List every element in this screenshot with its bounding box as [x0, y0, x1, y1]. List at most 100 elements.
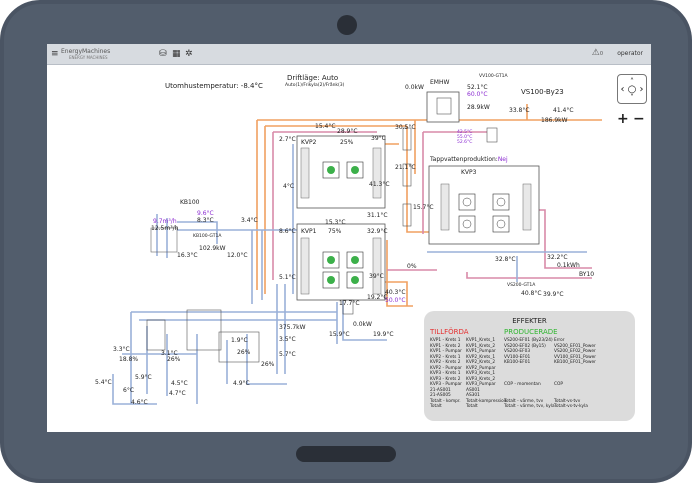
effekter-row: 21-AS005: [430, 393, 451, 398]
effekter-row: KVP2 - Pumpar: [430, 365, 462, 371]
temp-purple-2: 55.0°C: [457, 135, 473, 140]
vs100-label: VS100-By23: [521, 88, 564, 96]
kvp2-temp-mid: 4°C: [283, 183, 295, 190]
vs100-temp-2: 41.4°C: [553, 107, 574, 114]
logo: EnergyMachines: [61, 48, 111, 55]
vs100-temp-1: 33.8°C: [509, 107, 530, 114]
effekter-row: KVP2 - Krets 2: [430, 360, 461, 365]
temp-40-8: 40.8°C: [521, 290, 542, 297]
effekter-row: AS301: [466, 393, 480, 398]
zoom-in-button[interactable]: +: [617, 111, 629, 127]
effekter-col-3: VS200-EF01 (By23/24)VS200-EF02 (By15)VS2…: [504, 338, 555, 410]
effekter-row: Totalt-vs-tvv: [554, 398, 581, 404]
pan-arrows[interactable]: ‹ ○ ›: [620, 84, 644, 95]
effekter-row: VV100-EF01: [504, 354, 531, 360]
effekter-row: KVP1_Krets_1: [466, 338, 496, 343]
temp-15-9: 15.9°C: [329, 331, 350, 338]
effekter-row: Totalt - kompr.: [430, 398, 461, 404]
temp-4-6: 4.6°C: [131, 399, 148, 406]
tappvatten-value: Nej: [497, 156, 508, 163]
effekter-row: COP - momentan: [504, 382, 541, 387]
kvp1-temp-mid: 5.1°C: [279, 274, 296, 281]
temp-30-5: 30.5°C: [395, 124, 416, 131]
temp-32-2: 32.2°C: [547, 254, 568, 261]
effekter-row: Totalt-vs-tv-kyla: [554, 404, 588, 409]
energy-kwh: 0.1kWh: [557, 262, 580, 269]
effekter-row: Totalt - värme, tvv, kyla: [504, 404, 555, 409]
emhw-power: 0.0kW: [405, 84, 424, 91]
warning-count: 0: [599, 51, 603, 57]
kvp2-temp-right: 39°C: [371, 135, 386, 142]
camera-icon: [337, 15, 357, 35]
effekter-row: KVP3 - Pumpar: [430, 382, 462, 387]
effekter-row: Totalt: [430, 404, 442, 409]
fan-icon[interactable]: ✲: [185, 49, 193, 59]
temp-3-1: 3.1°C: [161, 350, 178, 357]
emhw-temp-2: 60.0°C: [467, 91, 488, 98]
kb100-temp-1: 9.6°C: [197, 210, 214, 217]
kb100-flow-2: 12.5m³/h: [151, 225, 179, 232]
temp-19-9: 19.9°C: [373, 331, 394, 338]
kvp1-temp-right-2: 39°C: [369, 273, 384, 280]
hamburger-icon[interactable]: ≡: [51, 49, 59, 59]
pan-control[interactable]: ˄ ‹ ○ › ˅: [617, 74, 647, 104]
effekter-row: VS200_EF01_Power: [554, 343, 596, 349]
temp-5-9: 5.9°C: [135, 374, 152, 381]
home-bar[interactable]: [296, 446, 396, 462]
power-375-7: 375.7kW: [279, 324, 306, 331]
kvp1-temp-supply: 50.0°C: [385, 297, 406, 304]
temp-5-7: 5.7°C: [279, 351, 296, 358]
temp-17-7: 17.7°C: [339, 300, 360, 307]
temp-5-4: 5.4°C: [95, 379, 112, 386]
kvp2-percent: 25%: [340, 139, 354, 146]
vs200-sensor-tag: VS200-GT1A: [507, 283, 536, 288]
percent-18-8: 18.8%: [119, 356, 139, 363]
effekter-row: KVP3_Pumpar: [466, 382, 496, 387]
temp-39-9: 39.9°C: [543, 291, 564, 298]
kvp2-temp-top-2: 28.9°C: [337, 128, 358, 135]
effekter-row: KVP1 - Pumpar: [430, 349, 462, 354]
effekter-row: KVP1_Krets_2: [466, 343, 496, 349]
temp-1-9: 1.9°C: [231, 337, 248, 344]
screen: ≡ EnergyMachines ENERGY MACHINES ⛁ ▦ ✲ ⚠…: [47, 44, 651, 432]
kvp1-temp-top: 15.3°C: [325, 219, 346, 226]
user-menu[interactable]: operator: [617, 50, 643, 57]
emhw-sensor-tag: VV100-GT1A: [479, 74, 508, 79]
temp-12-0: 12.0°C: [227, 252, 248, 259]
emhw-label: EMHW: [430, 79, 450, 86]
effekter-row: Error: [554, 338, 565, 343]
kvp2-label: KVP2: [301, 139, 317, 146]
effekter-row: VS200-EF02 (By15): [504, 343, 546, 349]
kb100-temp-2: 8.3°C: [197, 217, 214, 224]
kvp1-temp-right: 32.9°C: [367, 228, 388, 235]
grid-icon[interactable]: ▦: [172, 49, 181, 59]
effekter-row: AS001: [466, 387, 480, 393]
lock-icon[interactable]: ⛁: [159, 49, 167, 59]
warning-icon[interactable]: ⚠0: [591, 48, 603, 58]
chevron-up-icon[interactable]: ˄: [630, 77, 634, 86]
effekter-row: COP: [554, 382, 563, 387]
effekter-panel: EFFEKTER TILLFÖRDA PRODUCERADE KVP1 - Kr…: [424, 311, 635, 421]
effekter-row: KVP3 - Krets 1: [430, 371, 461, 376]
effekter-row: KVP1 - Krets 2: [430, 343, 461, 349]
operating-mode: Driftläge: Auto: [287, 74, 339, 82]
effekter-row: KVP3_Krets_1: [466, 371, 496, 376]
effekter-row: KB100-EF01: [504, 360, 531, 365]
effekter-row: Totalt - värme, tvv: [504, 398, 544, 404]
temp-4-9: 4.9°C: [233, 380, 250, 387]
emhw-power-2: 28.9kW: [467, 104, 490, 111]
zoom-out-button[interactable]: −: [633, 111, 645, 127]
valve-percent-a: 26%: [237, 349, 251, 356]
chevron-down-icon[interactable]: ˅: [630, 93, 634, 102]
effekter-row: VV100_EF01_Power: [554, 354, 597, 360]
outdoor-temperature: Utomhustemperatur: -8.4°C: [165, 82, 263, 90]
effekter-row: 21-AS001: [430, 387, 451, 393]
effekter-row: KB100_EF01_Power: [554, 360, 596, 365]
valve-percent-b: 26%: [261, 361, 275, 368]
effekter-row: KVP2_Krets_2: [466, 360, 496, 365]
effekter-row: KVP2 - Krets 1: [430, 354, 461, 360]
tillforda-heading: TILLFÖRDA: [430, 328, 469, 336]
kvp1-temp-right-4: 19.2°C: [367, 294, 388, 301]
